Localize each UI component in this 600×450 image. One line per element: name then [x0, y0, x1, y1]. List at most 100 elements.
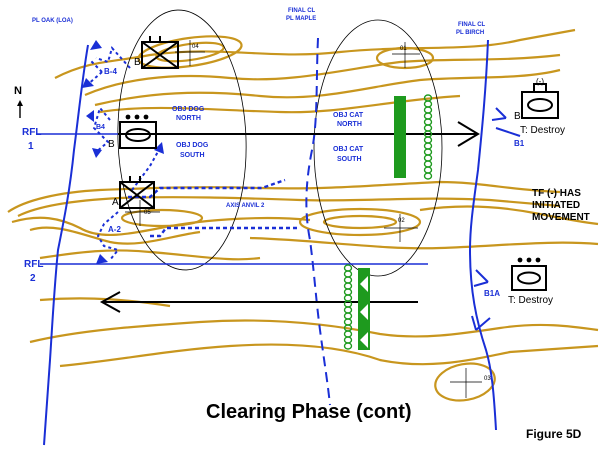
contour-line [249, 236, 599, 250]
contour-line [94, 68, 561, 107]
hill-contour [434, 362, 496, 402]
attack-arrow-b1a [473, 269, 489, 287]
position-b-upper-unit: B [514, 111, 521, 122]
crosshair-02 [384, 214, 418, 242]
hill-contour [120, 208, 204, 228]
rfl-1-label-b: 1 [28, 141, 34, 152]
unit-symbols [119, 36, 559, 291]
ref-point-02: 02 [398, 218, 405, 224]
obj-dog-south-label-2: SOUTH [180, 152, 205, 159]
pl-oak-line [43, 44, 89, 446]
pl-birch-label-1: FINAL CL [458, 22, 486, 28]
unit-task-lower: T: Destroy [508, 295, 554, 306]
rfl-2-label-b: 2 [30, 273, 36, 284]
maneuver-arrow-a2 [96, 211, 120, 261]
maneuver-arrow-b4-lower [92, 105, 111, 153]
status-message: TF (-) HAS INITIATED MOVEMENT [532, 188, 590, 224]
unit-b-dog-dots [125, 114, 149, 120]
contour-line [54, 28, 576, 79]
contour-line [7, 180, 561, 213]
pl-maple-line [305, 37, 331, 406]
status-line: MOVEMENT [532, 212, 590, 223]
position-a2: A-2 [108, 225, 121, 234]
obj-cat-north-label-1: OBJ CAT [333, 112, 364, 119]
contour-line [39, 249, 261, 261]
wire-obstacle-coil-south [343, 264, 353, 350]
contour-line [29, 226, 201, 245]
unit-echelon-label: (-) [536, 77, 544, 86]
pl-maple-label-2: PL MAPLE [286, 16, 317, 22]
terrain-contours [7, 28, 599, 402]
reference-points [125, 40, 482, 398]
hill-contour [298, 207, 422, 237]
north-arrow [17, 100, 23, 118]
obj-dog-ellipse [117, 9, 247, 271]
pl-maple-label-1: FINAL CL [288, 8, 316, 14]
attack-arrow-b1 [491, 107, 521, 137]
arrowhead [96, 254, 108, 264]
axis-anvil-route [150, 226, 300, 238]
arrowhead [90, 40, 102, 50]
ref-point-03: 03 [484, 376, 491, 382]
north-label: N [14, 85, 22, 97]
ref-point-05: 05 [144, 210, 151, 216]
unit-lower-right-armor [511, 265, 547, 291]
arrowhead [92, 148, 102, 158]
obj-cat-south-label-2: SOUTH [337, 156, 362, 163]
position-b1a: B1A [484, 289, 501, 298]
position-b4-lower: B4 [96, 124, 105, 131]
crosshair-03 [450, 368, 482, 398]
obj-cat-north-label-2: NORTH [337, 121, 362, 128]
wire-obstacle-south [360, 276, 368, 348]
obj-dog-north-label-2: NORTH [176, 115, 201, 122]
arrowhead [86, 110, 94, 122]
obj-dog-north-label-1: OBJ DOG [172, 106, 205, 113]
obstacles [343, 94, 433, 350]
contour-line [59, 343, 599, 368]
contour-line [29, 319, 599, 344]
crosshair-01 [392, 42, 420, 68]
unit-b-dog-armor [119, 121, 157, 149]
rfl-2-label-a: RFL [24, 259, 44, 270]
crosshair-04 [175, 40, 205, 66]
pl-birch-label-2: PL BIRCH [456, 30, 485, 36]
obj-cat-south-label-1: OBJ CAT [333, 146, 364, 153]
position-b4-upper: B-4 [104, 67, 117, 76]
figure-number: Figure 5D [526, 427, 582, 441]
maneuver-arrow-b4 [95, 45, 131, 69]
ref-point-04: 04 [192, 44, 199, 50]
axis-anvil-label: AXIS ANVIL 2 [226, 203, 265, 209]
obstacle-block-north [394, 96, 406, 178]
maneuver-arrow-a-dog [131, 147, 161, 191]
axis-anvil-route [128, 178, 286, 199]
hill-contour [137, 35, 243, 69]
maneuver-arrow-b4 [85, 59, 103, 87]
contour-line [17, 196, 561, 217]
unit-a-infantry [119, 176, 155, 209]
unit-04-infantry [141, 36, 179, 69]
pl-birch-line [468, 39, 497, 431]
pl-oak-label: PL OAK (LOA) [32, 18, 73, 24]
figure-caption: Clearing Phase (cont) [206, 401, 412, 423]
axis-north-head [457, 121, 480, 147]
wire-obstacle-coil-north [423, 94, 433, 180]
objective-areas [117, 9, 443, 277]
position-b-04: B [134, 57, 141, 68]
ref-point-01: 01 [400, 46, 407, 52]
obj-cat-ellipse [313, 19, 443, 277]
arrowhead [154, 142, 164, 154]
position-b1: B1 [514, 139, 525, 148]
arrowheads [82, 40, 164, 264]
crosshair-05 [125, 200, 160, 226]
rfl-1-label-a: RFL [22, 127, 42, 138]
position-a: A [112, 197, 119, 208]
contour-line [419, 205, 599, 226]
status-line: TF (-) HAS [532, 188, 581, 199]
axis-south-tail [99, 291, 121, 313]
obj-dog-south-label-1: OBJ DOG [176, 142, 209, 149]
unit-lower-right-dots [517, 257, 541, 263]
position-b-dog: B [108, 139, 115, 150]
attack-arrow-b1a [471, 315, 491, 331]
